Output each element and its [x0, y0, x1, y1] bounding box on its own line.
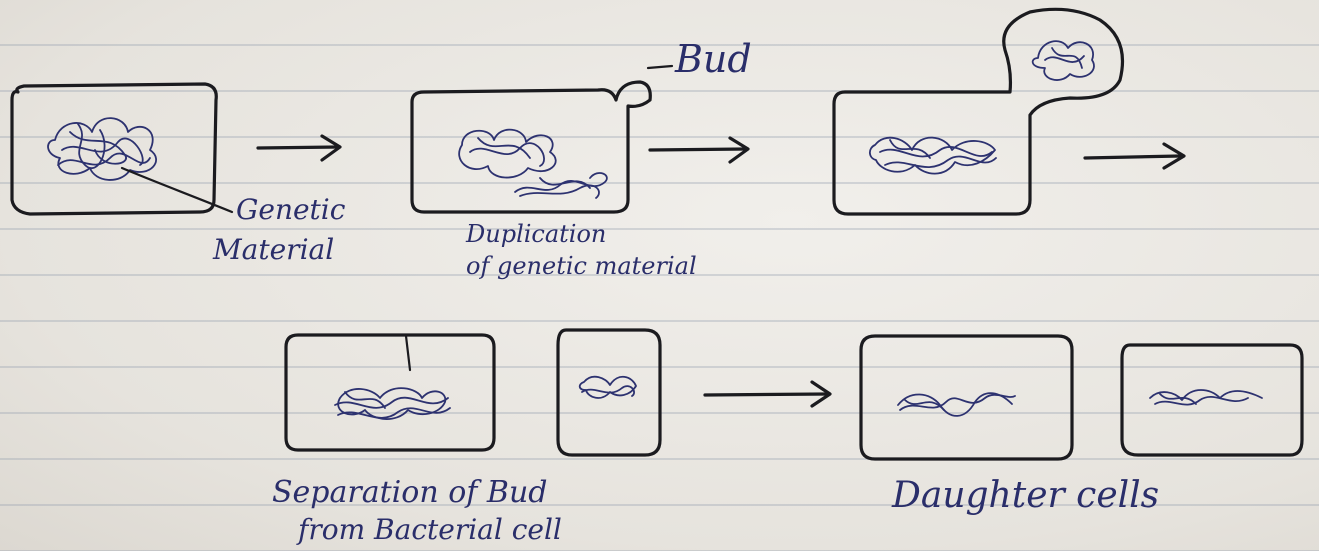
bud-label: Bud [675, 40, 752, 78]
arrow-4 [705, 382, 830, 406]
separation-mark [406, 336, 410, 370]
separation-label-line2: from Bacterial cell [298, 516, 562, 544]
cell-stage-4-bud [558, 330, 660, 455]
genetic-material-scribble [48, 118, 156, 180]
daughter-cells-label: Daughter cells [892, 478, 1159, 514]
genetic-material-label-line1: Genetic [236, 196, 345, 224]
arrow-2 [650, 138, 748, 162]
genetic-material-label-line2: Material [213, 236, 334, 264]
duplicated-material-scribble [459, 130, 607, 198]
duplication-label-line2: of genetic material [466, 254, 697, 278]
daughter-cell-1 [861, 336, 1072, 459]
daughter-1-material [898, 393, 1015, 416]
duplication-label-line1: Duplication [466, 222, 606, 246]
cell-stage-3 [834, 9, 1123, 214]
stage4-parent-material [335, 388, 450, 419]
cell-stage-4-parent [286, 335, 494, 450]
daughter-cell-2 [1122, 345, 1302, 455]
bud-pointer [648, 66, 672, 68]
cell-stage-2 [412, 66, 672, 212]
daughter-2-material [1150, 390, 1262, 405]
bud-material-scribble [1033, 41, 1094, 80]
arrow-1 [258, 136, 340, 160]
cell-stage-1 [12, 84, 232, 214]
parent-material-scribble [870, 138, 996, 174]
stage4-bud-material [580, 377, 636, 398]
arrow-3 [1085, 144, 1184, 168]
separation-label-line1: Separation of Bud [272, 478, 547, 508]
